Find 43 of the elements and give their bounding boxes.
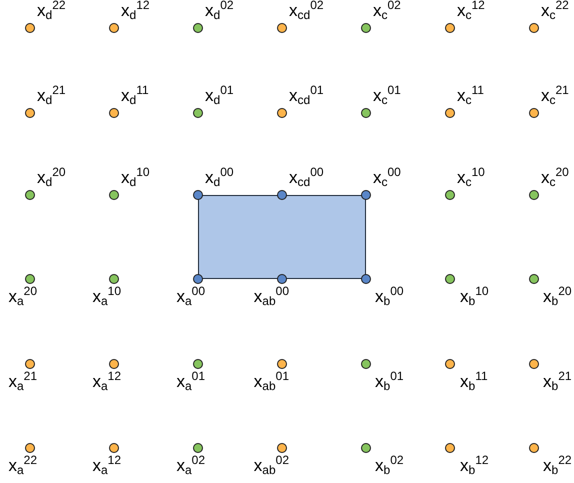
grid-point [109,23,119,33]
grid-point [445,23,455,33]
grid-point [361,23,371,33]
grid-point [529,274,539,284]
grid-point [277,359,287,369]
grid-point [193,274,203,284]
grid-point [445,443,455,453]
grid-point [25,108,35,118]
grid-point [193,108,203,118]
grid-point [109,443,119,453]
grid-point [193,443,203,453]
grid-point [529,359,539,369]
grid-point [109,359,119,369]
grid-point [277,108,287,118]
grid-point [445,108,455,118]
grid-point [193,190,203,200]
grid-point [109,190,119,200]
grid-point [25,23,35,33]
shaded-rectangle [198,195,366,279]
grid-point [25,190,35,200]
grid-point [445,274,455,284]
grid-point [193,23,203,33]
grid-point [25,274,35,284]
grid-point [25,359,35,369]
grid-point [529,108,539,118]
grid-point [529,443,539,453]
grid-point [445,359,455,369]
grid-point [277,23,287,33]
grid-point [361,443,371,453]
grid-point [361,359,371,369]
grid-point [529,23,539,33]
grid-point [193,359,203,369]
grid-point [277,190,287,200]
grid-point [109,274,119,284]
grid-point [277,274,287,284]
grid-point [361,274,371,284]
grid-point [529,190,539,200]
grid-point [109,108,119,118]
grid-point [445,190,455,200]
grid-point [361,190,371,200]
grid-point [25,443,35,453]
grid-point [361,108,371,118]
grid-point [277,443,287,453]
